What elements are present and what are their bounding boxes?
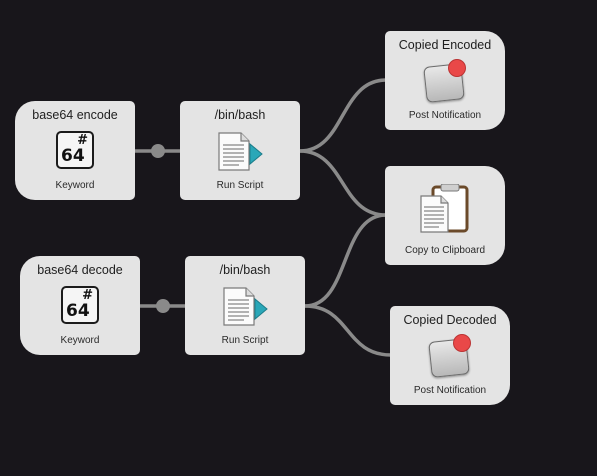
- node-type-label: Copy to Clipboard: [404, 245, 486, 256]
- notify-decoded-node[interactable]: Copied Decoded Post Notification: [390, 306, 510, 405]
- node-title: Copied Decoded: [403, 313, 497, 327]
- notification-icon: [423, 59, 467, 103]
- node-type-label: Run Script: [221, 335, 269, 346]
- encode-keyword-node[interactable]: base64 encode 64 # Keyword: [15, 101, 135, 200]
- connection-handle[interactable]: [156, 299, 170, 313]
- node-title: /bin/bash: [219, 263, 271, 277]
- clipboard-icon: [419, 183, 471, 239]
- decode-run-script-node[interactable]: /bin/bash Run Script: [185, 256, 305, 355]
- keyword-64-icon: 64 #: [56, 131, 94, 169]
- notification-icon: [428, 334, 472, 378]
- keyword-64-icon: 64 #: [61, 286, 99, 324]
- wire-decode-script-to-clipboard: [303, 213, 388, 308]
- node-title: /bin/bash: [214, 108, 266, 122]
- script-icon: [217, 132, 263, 177]
- decode-keyword-node[interactable]: base64 decode 64 # Keyword: [20, 256, 140, 355]
- node-title: Copied Encoded: [398, 38, 492, 52]
- node-type-label: Post Notification: [408, 110, 482, 121]
- copy-to-clipboard-node[interactable]: Copy to Clipboard: [385, 166, 505, 265]
- node-type-label: Run Script: [216, 180, 264, 191]
- connection-handle[interactable]: [151, 144, 165, 158]
- script-icon: [222, 287, 268, 332]
- wire-encode-script-to-notify: [298, 78, 388, 153]
- node-type-label: Post Notification: [413, 385, 487, 396]
- node-type-label: Keyword: [60, 335, 100, 346]
- node-type-label: Keyword: [55, 180, 95, 191]
- node-title: base64 decode: [37, 263, 123, 277]
- encode-run-script-node[interactable]: /bin/bash Run Script: [180, 101, 300, 200]
- node-title: base64 encode: [32, 108, 118, 122]
- wire-encode-script-to-clipboard: [298, 149, 388, 217]
- notify-encoded-node[interactable]: Copied Encoded Post Notification: [385, 31, 505, 130]
- wire-decode-script-to-notify: [303, 304, 393, 357]
